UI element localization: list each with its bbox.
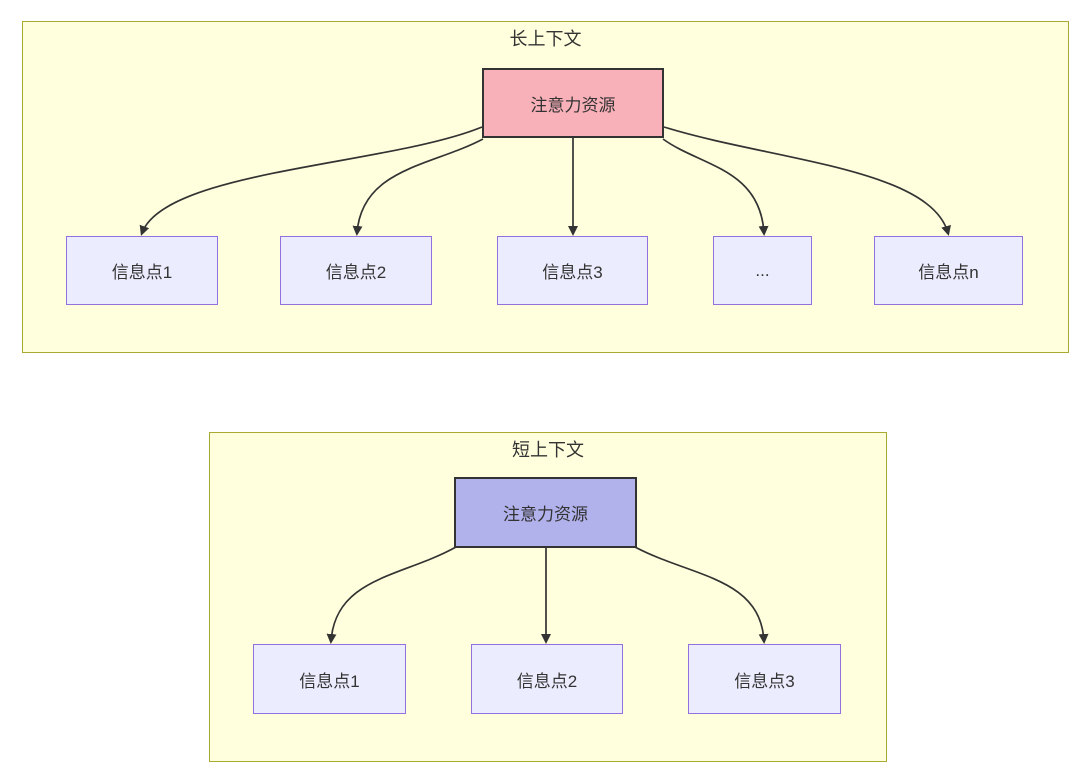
node-label: 信息点2	[325, 263, 387, 282]
node-label: 信息点2	[516, 671, 578, 691]
group-short-context-title: 短上下文	[512, 440, 584, 460]
node-label: 注意力资源	[503, 505, 588, 524]
node-label: ...	[755, 260, 770, 280]
node-long-info-2: 信息点2	[280, 236, 432, 305]
node-short-attention-resource: 注意力资源	[454, 477, 637, 548]
node-long-attention-resource: 注意力资源	[482, 68, 664, 138]
node-label: 注意力资源	[530, 95, 616, 115]
node-short-info-1: 信息点1	[253, 644, 406, 714]
node-long-info-1: 信息点1	[66, 236, 218, 305]
node-label: 信息点1	[111, 263, 173, 282]
node-short-info-3: 信息点3	[688, 644, 841, 714]
node-long-info-n: 信息点n	[874, 236, 1023, 305]
node-label: 信息点3	[542, 263, 603, 282]
node-long-info-3: 信息点3	[497, 236, 648, 305]
node-label: 信息点1	[299, 671, 360, 691]
group-long-context-title: 长上下文	[509, 29, 582, 49]
node-label: 信息点n	[918, 263, 979, 282]
node-label: 信息点3	[734, 671, 795, 691]
node-long-info-ellipsis: ...	[713, 236, 812, 305]
node-short-info-2: 信息点2	[471, 644, 623, 714]
